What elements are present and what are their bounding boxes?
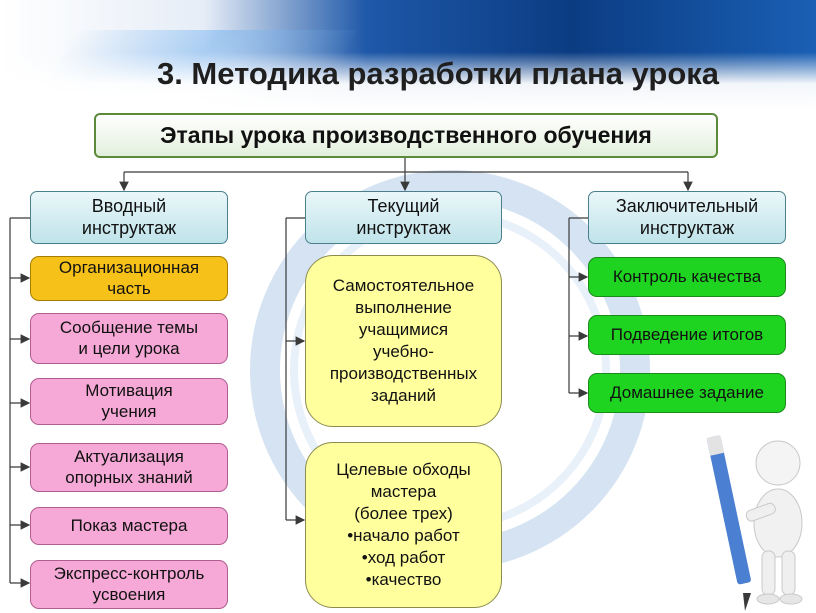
item-line: •начало работ bbox=[347, 526, 460, 545]
header-line: Заключительный bbox=[615, 195, 759, 216]
item-line: Показ мастера bbox=[70, 515, 188, 535]
item-line: Целевые обходы bbox=[336, 459, 471, 479]
item-line: Домашнее задание bbox=[610, 382, 764, 402]
item-line: учебно- bbox=[373, 342, 434, 361]
item-line: производственных bbox=[329, 364, 478, 384]
item-line: Организационная bbox=[58, 257, 200, 277]
item-line: Мотивация bbox=[85, 380, 173, 400]
item-line: мастера bbox=[370, 481, 437, 501]
item-line: выполнение bbox=[355, 297, 452, 317]
header-line: Вводный bbox=[91, 195, 167, 216]
header-line: инструктаж bbox=[81, 217, 177, 238]
item-line: и цели урока bbox=[78, 338, 180, 358]
item-line: часть bbox=[107, 278, 151, 298]
item-line: •ход работ bbox=[361, 548, 446, 568]
right-item-quality-control: Контроль качества bbox=[588, 257, 786, 297]
right-item-summary: Подведение итогов bbox=[588, 315, 786, 355]
item-line: •качество bbox=[365, 570, 442, 590]
item-line: (более трех) bbox=[354, 503, 453, 523]
header-fade bbox=[0, 52, 816, 110]
item-line: Подведение итогов bbox=[610, 324, 764, 344]
pencil-figure-icon bbox=[706, 435, 803, 611]
item-line: опорных знаний bbox=[65, 467, 193, 487]
middle-item-target-rounds: Целевые обходы мастера (более трех) •нач… bbox=[305, 442, 502, 608]
left-item-demonstration: Показ мастера bbox=[30, 507, 228, 545]
right-item-homework: Домашнее задание bbox=[588, 373, 786, 413]
middle-item-independent-work: Самостоятельное выполнение учащимися уче… bbox=[305, 255, 502, 427]
slide-title: 3. Методика разработки плана урока bbox=[156, 56, 720, 91]
item-line: учащимися bbox=[358, 319, 449, 339]
item-line: заданий bbox=[370, 386, 436, 406]
main-stage-box: Этапы урока производственного обучения bbox=[94, 113, 718, 158]
item-line: усвоения bbox=[92, 584, 166, 604]
item-line: Экспресс-контроль bbox=[53, 563, 205, 583]
item-line: Самостоятельное bbox=[332, 275, 475, 295]
item-line: учения bbox=[101, 401, 157, 421]
item-line: Актуализация bbox=[74, 446, 184, 466]
header-line: инструктаж bbox=[356, 217, 451, 238]
header-line: инструктаж bbox=[639, 217, 735, 238]
item-line: Контроль качества bbox=[612, 266, 762, 286]
header-line: Текущий bbox=[367, 195, 440, 216]
item-line: Сообщение темы bbox=[59, 317, 199, 337]
